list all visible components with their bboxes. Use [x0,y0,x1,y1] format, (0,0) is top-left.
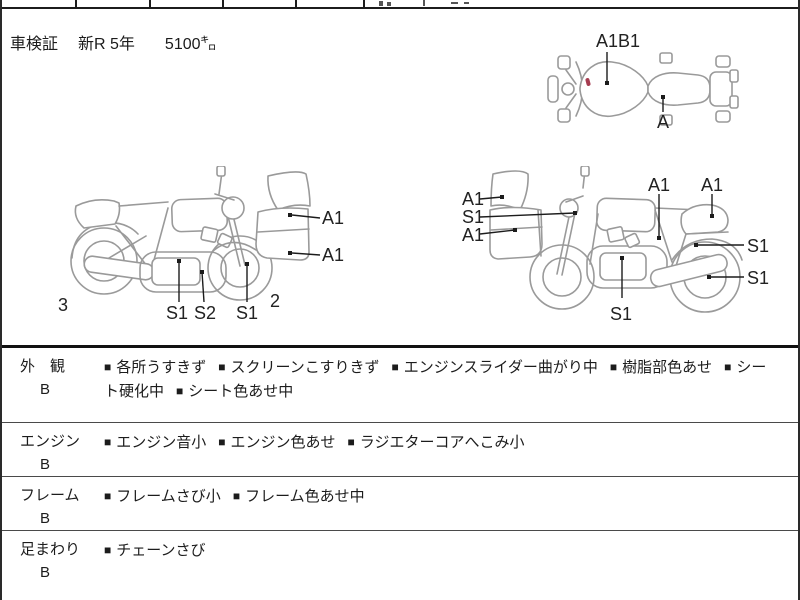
shaken-label: 車検証 [10,36,59,53]
condition-category: 外 観 [20,358,66,375]
bullet-square-icon: ■ [176,384,184,398]
condition-item: ■フレームさび小 [104,488,221,505]
condition-grade: B [40,456,51,473]
panel-number-rear: 3 [58,295,68,315]
side-left-drawing: A1 S1 A1 A1 A1 S1 S1 S1 [462,165,769,324]
header-divider [363,0,365,9]
condition-item: ■エンジン音小 [104,434,207,451]
bullet-square-icon: ■ [104,360,112,374]
condition-row: フレーム B ■フレームさび小 ■フレーム色あせ中 [2,477,798,531]
condition-grade: B [40,564,51,581]
top-view-drawing: A1B1 A [547,31,739,132]
condition-item: ■各所うすきず [104,359,207,376]
condition-items: ■エンジン音小 ■エンジン色あせ ■ラジエターコアへこみ小 [102,423,798,476]
cowl-label-upper: A1 [462,189,484,209]
condition-item: ■エンジンスライダー曲がり中 [391,359,598,376]
damage-label-engine: S1 [166,303,188,323]
condition-item: ■スクリーンこすりきず [218,359,380,376]
condition-item: ■ラジエターコアへこみ小 [347,434,525,451]
condition-item: ■シート硬化中 [104,359,767,400]
condition-rows: 外 観 B ■各所うすきず ■スクリーンこすりきず ■エンジンスライダー曲がり中 ■樹脂部… [2,348,798,600]
condition-category: エンジン [20,433,81,450]
damage-label-headlight: S1 [462,207,484,227]
condition-items: ■フレームさび小 ■フレーム色あせ中 [102,477,798,530]
damage-label-shock: S1 [747,236,769,256]
bullet-square-icon: ■ [232,489,241,503]
diagram-side-left: A1 S1 A1 A1 A1 S1 S1 S1 [450,165,782,328]
bullet-square-icon: ■ [391,360,399,374]
header-divider [222,0,224,9]
cowl-label-lower: A1 [322,245,344,265]
bullet-square-icon: ■ [104,489,112,503]
header-text-fragment [464,2,469,4]
condition-grade: B [40,381,51,398]
condition-category: フレーム [20,487,80,504]
bullet-square-icon: ■ [104,435,112,449]
panel-number-front: 2 [270,291,280,311]
condition-items: ■チェーンさび [102,531,798,600]
bullet-square-icon: ■ [218,360,226,374]
condition-grade: B [40,510,51,527]
header-text-fragment [387,2,391,6]
bullet-square-icon: ■ [347,435,355,449]
condition-row: 外 観 B ■各所うすきず ■スクリーンこすりきず ■エンジンスライダー曲がり中 ■樹脂部… [2,348,798,423]
condition-item: ■フレーム色あせ中 [232,488,365,505]
diagram-side-right: 3 S1 S2 S1 2 A1 A1 [54,165,349,326]
damage-label-engine: S1 [610,304,632,324]
header-text-fragment [423,0,425,6]
condition-item: ■エンジン色あせ [218,434,336,451]
mileage-value: 5100㌔ [164,36,217,53]
bullet-square-icon: ■ [218,435,226,449]
condition-item: ■シート色あせ中 [176,383,294,400]
bullet-square-icon: ■ [724,360,732,374]
header-divider [295,0,297,9]
header-text-fragment [451,2,458,4]
header-text-fragment [379,1,383,6]
damage-label-seat: A [657,112,669,132]
damage-label-tank: A1B1 [596,31,640,51]
registration-value: 新R 5年 [78,36,135,53]
bullet-square-icon: ■ [609,360,618,374]
bullet-square-icon: ■ [104,543,112,557]
header-divider [149,0,151,9]
condition-table: 外 観 B ■各所うすきず ■スクリーンこすりきず ■エンジンスライダー曲がり中 ■樹脂部… [2,345,798,600]
condition-item: ■樹脂部色あせ [609,359,713,376]
diagram-top-view: A1B1 A [546,28,746,132]
cowl-label-upper: A1 [322,208,344,228]
condition-item: ■チェーンさび [104,542,206,559]
paint-mark-red [585,78,591,86]
condition-row: エンジン B ■エンジン音小 ■エンジン色あせ ■ラジエターコアへこみ小 [2,423,798,477]
damage-label-fork: S1 [236,303,258,323]
header-divider [75,0,77,9]
damage-label-tail: A1 [701,175,723,195]
damage-label-tank: A1 [648,175,670,195]
cowl-label-lower: A1 [462,225,484,245]
condition-items: ■各所うすきず■スクリーンこすりきず■エンジンスライダー曲がり中■樹脂部色あせ■… [102,348,798,422]
side-right-drawing: 3 S1 S2 S1 2 A1 A1 [58,165,344,323]
cutoff-header-strip [2,0,798,9]
damage-label-rear-wheel: S1 [747,268,769,288]
condition-row: 足まわり B ■チェーンさび [2,531,798,600]
damage-label-crashbar: S2 [194,303,216,323]
vehicle-info-line: 車検証 新R 5年 5100㌔ [10,30,217,54]
condition-category: 足まわり [20,541,81,558]
